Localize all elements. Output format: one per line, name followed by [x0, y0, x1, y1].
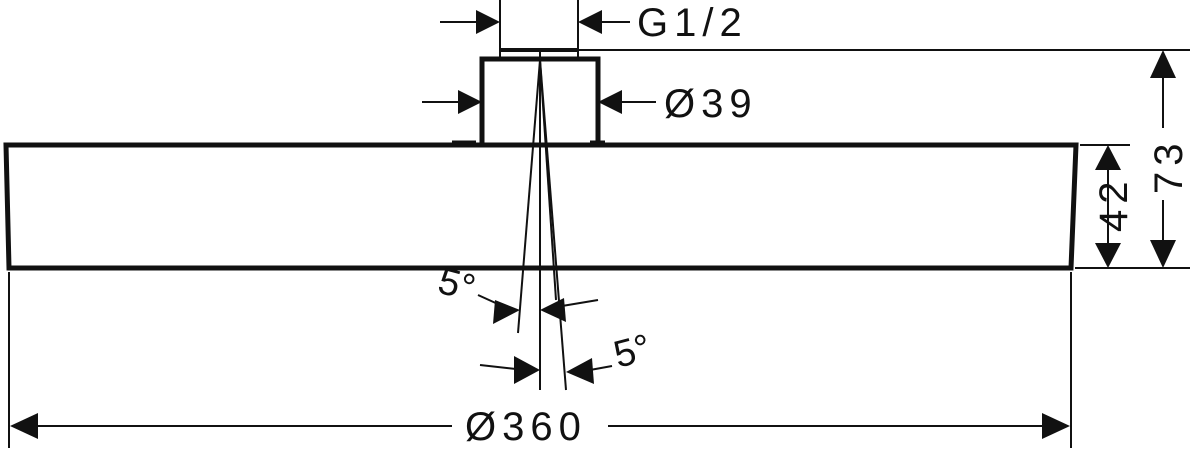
d360-arrow-left	[10, 413, 38, 439]
thread-size-label: G1/2	[637, 1, 748, 45]
angle-left-arrow	[493, 300, 520, 324]
angle-right-label: 5°	[609, 327, 655, 377]
angle-lower-arrow-left	[514, 356, 540, 384]
spray-line-left	[517, 59, 541, 334]
g12-arrow-right	[578, 10, 602, 34]
angle-inner-leader	[561, 299, 599, 307]
angle-lower-leader-right	[589, 365, 613, 371]
shower-head-body	[3, 142, 1079, 271]
h73-arrow-top	[1150, 50, 1176, 78]
h42-arrow-bottom	[1095, 243, 1121, 268]
angle-lower-leader-left	[479, 364, 517, 370]
h42-arrow-top	[1095, 145, 1121, 170]
h73-arrow-bottom	[1150, 240, 1176, 268]
overall-diameter-label: Ø360	[465, 405, 587, 449]
d39-arrow-right	[598, 90, 622, 114]
d360-arrow-right	[1042, 413, 1070, 439]
body-height-label: 42	[1092, 176, 1136, 233]
d39-arrow-left	[458, 90, 482, 114]
connector-diameter-label: Ø39	[664, 82, 758, 126]
total-height-label: 73	[1147, 138, 1190, 195]
g12-arrow-left	[476, 10, 500, 34]
angle-lower-arrow-right	[566, 358, 594, 384]
spray-line-right-outer	[539, 59, 567, 391]
angle-inner-arrow	[540, 298, 566, 322]
